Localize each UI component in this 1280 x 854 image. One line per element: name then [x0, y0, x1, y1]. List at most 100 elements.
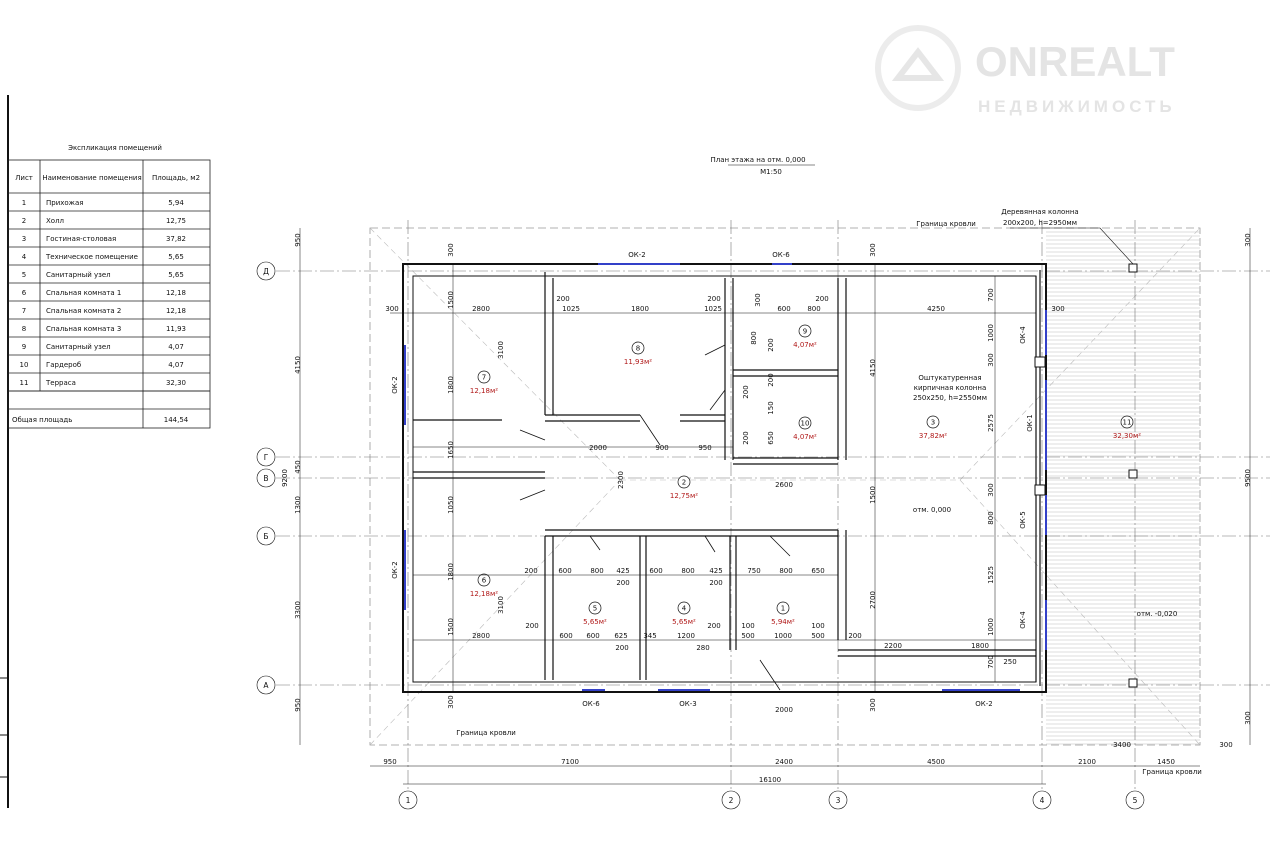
dimension-label: 500: [741, 632, 754, 640]
dimension-label: 1500: [869, 486, 877, 504]
table-row-name: Прихожая: [46, 199, 84, 207]
window-label: ОК-2: [391, 376, 399, 393]
dimension-label: 345: [643, 632, 656, 640]
dimension-label: 1500: [447, 618, 455, 636]
rooms-schedule-table: [7, 159, 211, 429]
room-area: 4,07м²: [793, 433, 817, 441]
table-row-name: Санитарный узел: [46, 343, 111, 351]
watermark-sub: НЕДВИЖИМОСТЬ: [978, 97, 1176, 116]
dimension-label: 600: [586, 632, 599, 640]
note-roof-border: Граница кровли: [1142, 768, 1202, 776]
room-area: 5,94м²: [771, 618, 795, 626]
dimension-label: 200: [524, 567, 537, 575]
table-row-name: Гардероб: [46, 361, 81, 369]
table-title: Экспликация помещений: [68, 144, 162, 152]
room-area: 12,18м²: [470, 590, 498, 598]
table-row-area: 12,75: [166, 217, 186, 225]
table-row-name: Техническое помещение: [45, 253, 138, 261]
dimension-label: 1000: [987, 324, 995, 342]
walls: [402, 263, 1138, 693]
dimension-label: 1800: [447, 376, 455, 394]
dimension-label: 200: [556, 295, 569, 303]
dimension-label: 900: [655, 444, 668, 452]
table-header-area: Площадь, м2: [152, 174, 200, 182]
table-row-name: Холл: [46, 217, 64, 225]
dimension-label: 300: [447, 243, 455, 256]
note-level-terrace: отм. -0,020: [1137, 610, 1178, 618]
window-label: ОК-2: [975, 700, 992, 708]
note-level-main: отм. 0,000: [913, 506, 951, 514]
dimension-label: 500: [811, 632, 824, 640]
dimension-label: 300: [447, 695, 455, 708]
table-row-number: 1: [22, 199, 26, 207]
axis-bubble: [256, 447, 276, 467]
room-area: 5,65м²: [672, 618, 696, 626]
room-number: 5: [593, 605, 597, 613]
axis-col-label: 3: [836, 796, 841, 805]
room-number-bubble: [588, 601, 602, 615]
dimension-label: 3300: [294, 601, 302, 619]
dimension-label: 950: [294, 233, 302, 246]
note-wood-column-1: Деревянная колонна: [1001, 208, 1078, 216]
dimension-label: 950: [383, 758, 396, 766]
room-number: 6: [482, 577, 487, 585]
dimension-label: 800: [750, 331, 758, 344]
terrace-deck: [1046, 231, 1200, 745]
axis-bubble: [398, 790, 418, 810]
axis-bubble: [828, 790, 848, 810]
dimension-label: 1800: [447, 563, 455, 581]
dimension-label: 425: [709, 567, 722, 575]
dimension-label: 2400: [775, 758, 793, 766]
dimension-label: 2200: [884, 642, 902, 650]
window-label: ОК-4: [1019, 326, 1027, 344]
dimension-label: 300: [1219, 741, 1232, 749]
room-number-bubble: [798, 416, 812, 430]
note-roof-border: Граница кровли: [456, 729, 516, 737]
table-row-number: 5: [22, 271, 26, 279]
dimension-label: 1300: [294, 496, 302, 514]
table-row-area: 32,30: [166, 379, 186, 387]
table-row-area: 4,07: [168, 361, 184, 369]
dimension-label: 800: [807, 305, 820, 313]
dimension-label: 650: [811, 567, 824, 575]
table-row-name: Спальная комната 3: [46, 325, 121, 333]
room-number: 3: [931, 419, 935, 427]
dimension-label: 2700: [869, 591, 877, 609]
dimension-label: 150: [767, 401, 775, 414]
room-number-bubble: [677, 601, 691, 615]
room-area: 12,18м²: [470, 387, 498, 395]
dimension-label: 1025: [562, 305, 580, 313]
table-header-sheet: Лист: [15, 174, 33, 182]
table-total-value: 144,54: [164, 416, 189, 424]
note-brick-column-2: кирпичная колонна: [914, 384, 987, 392]
watermark: ONREALT НЕДВИЖИМОСТЬ: [875, 25, 1176, 116]
dimension-label: 300: [869, 698, 877, 711]
dimension-label: 200: [707, 622, 720, 630]
room-number: 1: [781, 605, 785, 613]
dimension-label: 3100: [497, 341, 505, 359]
dimension-lines: [299, 228, 1251, 785]
axis-bubble: [256, 468, 276, 488]
axis-bubble: [256, 675, 276, 695]
dimension-label: 300: [1244, 711, 1252, 724]
dimension-label: 1200: [677, 632, 695, 640]
roof-ridge-lines: [369, 227, 1201, 746]
room-area: 4,07м²: [793, 341, 817, 349]
table-row-name: Спальная комната 1: [46, 289, 121, 297]
dimension-label: 2600: [775, 481, 793, 489]
dimension-label: 200: [767, 338, 775, 351]
dimension-label: 2800: [472, 305, 490, 313]
table-row-number: 11: [20, 379, 29, 387]
table-row-area: 4,07: [168, 343, 184, 351]
dimension-label: 200: [709, 579, 722, 587]
room-number: 2: [682, 479, 686, 487]
table-row-area: 5,65: [168, 271, 184, 279]
dimension-label: 1050: [447, 496, 455, 514]
watermark-brand: ONREALT: [975, 38, 1175, 85]
axis-col-label: 4: [1040, 796, 1045, 805]
window-label: ОК-6: [582, 700, 600, 708]
dimension-label: 200: [815, 295, 828, 303]
room-area: 12,75м²: [670, 492, 698, 500]
dimension-label: 1525: [987, 566, 995, 584]
room-number-bubble: [798, 324, 812, 338]
